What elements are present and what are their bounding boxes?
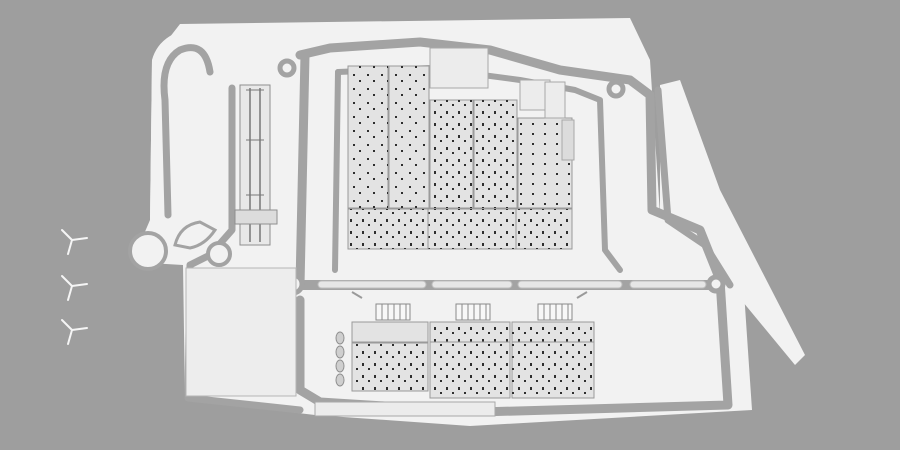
wind-turbine-3 <box>61 319 88 345</box>
storage-tank-large <box>128 231 168 271</box>
wind-turbine-2 <box>61 275 88 301</box>
wind-turbine-1 <box>61 229 88 255</box>
road-east-service <box>654 86 734 289</box>
site-boundary-hook <box>150 26 235 220</box>
tree-row <box>335 331 345 387</box>
east-diagonal-strip <box>660 80 805 365</box>
south-production-block <box>351 321 595 399</box>
west-landscape-lobe <box>173 220 218 250</box>
roundabout-northeast <box>606 79 626 99</box>
silo-rows <box>375 303 573 321</box>
annex-building-west <box>185 267 297 397</box>
storage-tank-small <box>206 241 232 267</box>
silo-dividers <box>381 304 569 320</box>
road-west-spur <box>184 84 304 414</box>
road-hook-drive <box>160 44 214 219</box>
roundabout-east <box>706 274 726 294</box>
boulevard-medians <box>317 280 707 289</box>
north-production-block <box>347 47 575 250</box>
boulevard-ticks <box>351 291 588 299</box>
road-west-vertical <box>295 50 310 290</box>
road-inner-west <box>332 69 341 273</box>
roundabout-northwest <box>277 58 297 78</box>
south-service-yard <box>314 401 496 417</box>
rail-conveyor <box>234 84 278 246</box>
